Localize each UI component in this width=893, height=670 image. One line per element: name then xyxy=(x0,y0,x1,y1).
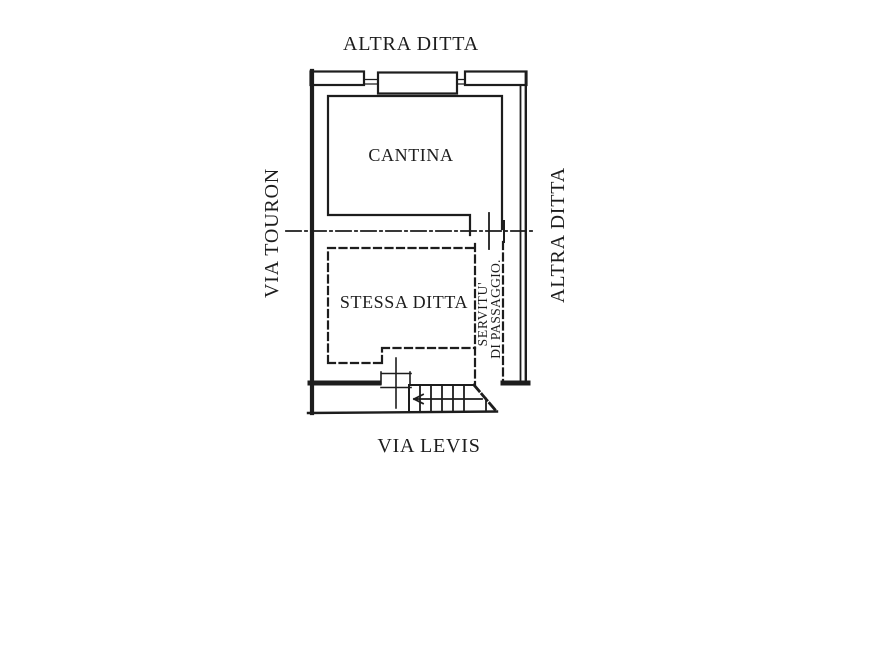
label-room-cantina: CANTINA xyxy=(368,145,453,165)
stair-direction-arrow xyxy=(412,393,483,405)
cantina-outline xyxy=(326,94,504,237)
label-easement-line2: DI PASSAGGIO. xyxy=(488,259,503,358)
staircase xyxy=(408,383,499,414)
top-wall-middle-segment xyxy=(376,71,459,95)
entrance-door xyxy=(380,357,412,409)
top-wall-left-segment xyxy=(309,70,366,87)
easement-corridor-dashed xyxy=(473,240,505,387)
linework xyxy=(285,68,536,416)
cantina-room-walls xyxy=(326,94,504,250)
label-room-stessa-ditta: STESSA DITTA xyxy=(340,292,468,312)
label-neighbor-top: ALTRA DITTA xyxy=(343,33,479,55)
stessa-ditta-outline xyxy=(326,246,477,365)
window-opening-right xyxy=(456,78,466,85)
center-line-group xyxy=(285,220,536,243)
stessa-ditta-dashed-walls xyxy=(326,246,477,365)
window-opening-left xyxy=(363,78,379,85)
outer-walls xyxy=(306,68,531,416)
label-street-bottom: VIA LEVIS xyxy=(377,435,480,457)
label-easement-line1: SERVITU' xyxy=(475,282,490,347)
plot-bottom-line xyxy=(306,410,499,415)
entrance-door-symbol xyxy=(380,357,412,409)
labels: ALTRA DITTA CANTINA VIA TOURON ALTRA DIT… xyxy=(261,33,569,457)
top-wall-right-segment xyxy=(463,70,528,87)
label-neighbor-right: ALTRA DITTA xyxy=(547,167,569,303)
stair-cut-line xyxy=(472,383,499,414)
label-street-left: VIA TOURON xyxy=(261,168,283,298)
